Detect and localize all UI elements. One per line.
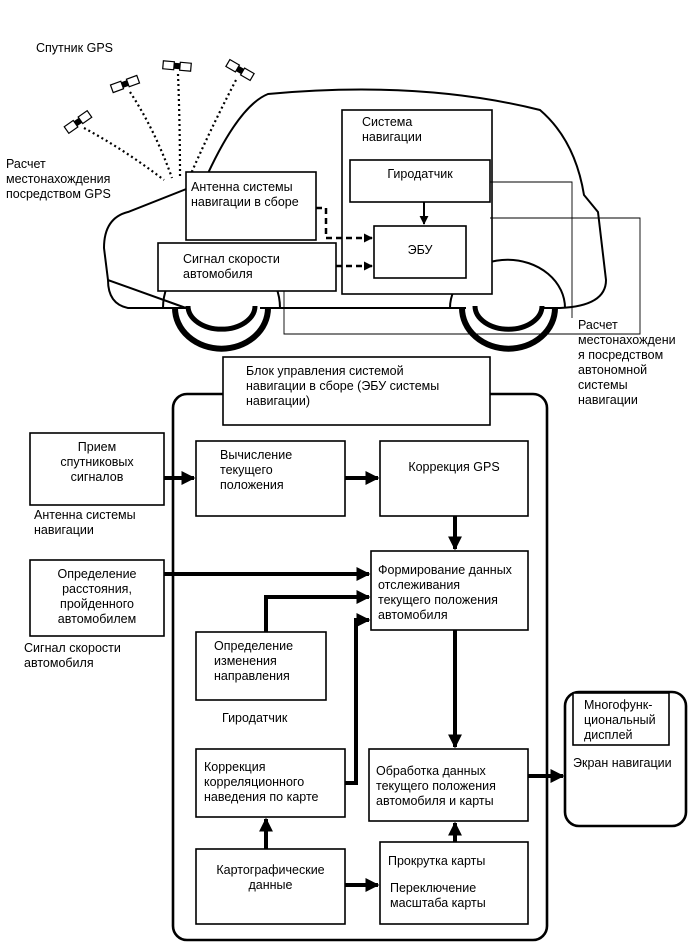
distance-box-label: Определение расстояния, пройденного авто… [57, 567, 137, 626]
ecu-box [373, 225, 467, 279]
autonomous-callout-line [490, 181, 573, 318]
direction-to-tracking-arrow [264, 590, 371, 632]
position-calc-box [195, 440, 346, 517]
mapmatch-to-tracking-arrow [345, 613, 371, 785]
gps-correction-label: Коррекция GPS [408, 460, 500, 474]
satellite-icon [63, 109, 93, 135]
speed-caption: Сигнал скорости автомобиля [24, 641, 121, 670]
gps-correction-box [379, 440, 529, 517]
speed-box-label: Сигнал скорости автомобиля [183, 252, 280, 281]
data-processing-label: Обработка данных текущего положения авто… [376, 764, 496, 808]
car-body [102, 88, 608, 309]
control-unit-title: Блок управления системой навигации в сбо… [246, 364, 440, 408]
satellite-icon [162, 60, 192, 72]
ecu-label: ЭБУ [407, 243, 433, 257]
satellite-icon [109, 74, 141, 94]
tracking-data-box [370, 550, 529, 631]
distance-determination-box [29, 559, 165, 637]
antenna-assembly-box [185, 171, 317, 241]
map-data-label: Картографические данные [216, 863, 325, 892]
gyro-sensor-box [349, 159, 491, 203]
map-scroll-box [379, 841, 529, 925]
data-processing-box [368, 748, 529, 822]
multifunction-display-box [572, 692, 670, 746]
antenna-caption: Антенна системы навигации [34, 508, 136, 537]
multi-display-label: Многофунк- циональный дисплей [584, 698, 656, 742]
speed-signal-box [157, 242, 337, 292]
antenna-to-ecu-arrow [316, 206, 373, 243]
autonomous-callout-line [283, 217, 641, 335]
direction-change-label: Определение изменения направления [214, 639, 294, 683]
control-unit-title-box [222, 356, 491, 426]
direction-change-box [195, 631, 327, 701]
satellite-reception-label: Прием спутниковых сигналов [60, 440, 134, 484]
satellite-reception-box [29, 432, 165, 506]
satellite-signal-beams [83, 73, 237, 181]
map-matching-box [195, 748, 346, 818]
tracking-data-label: Формирование данных отслеживания текущег… [378, 563, 512, 622]
position-calc-label: Вычисление текущего положения [220, 448, 293, 492]
antenna-box-label: Антенна системы навигации в сборе [191, 180, 299, 209]
map-scale-label: Переключение масштаба карты [390, 881, 486, 910]
nav-system-label: Система навигации [362, 115, 422, 144]
nav-screen-label: Экран навигации [573, 756, 672, 770]
autonomous-calc-label: Расчет местонахождени я посредством авто… [578, 318, 676, 407]
gyro-label: Гиродатчик [387, 167, 453, 181]
satellite-icon [225, 58, 255, 82]
map-scroll-label: Прокрутка карты [388, 854, 486, 868]
gyro-caption: Гиродатчик [222, 711, 288, 725]
map-matching-label: Коррекция корреляционного наведения по к… [204, 760, 319, 804]
satellite-label: Спутник GPS [36, 41, 113, 55]
map-data-box [195, 848, 346, 925]
gps-calc-label: Расчет местонахождения посредством GPS [6, 157, 111, 201]
